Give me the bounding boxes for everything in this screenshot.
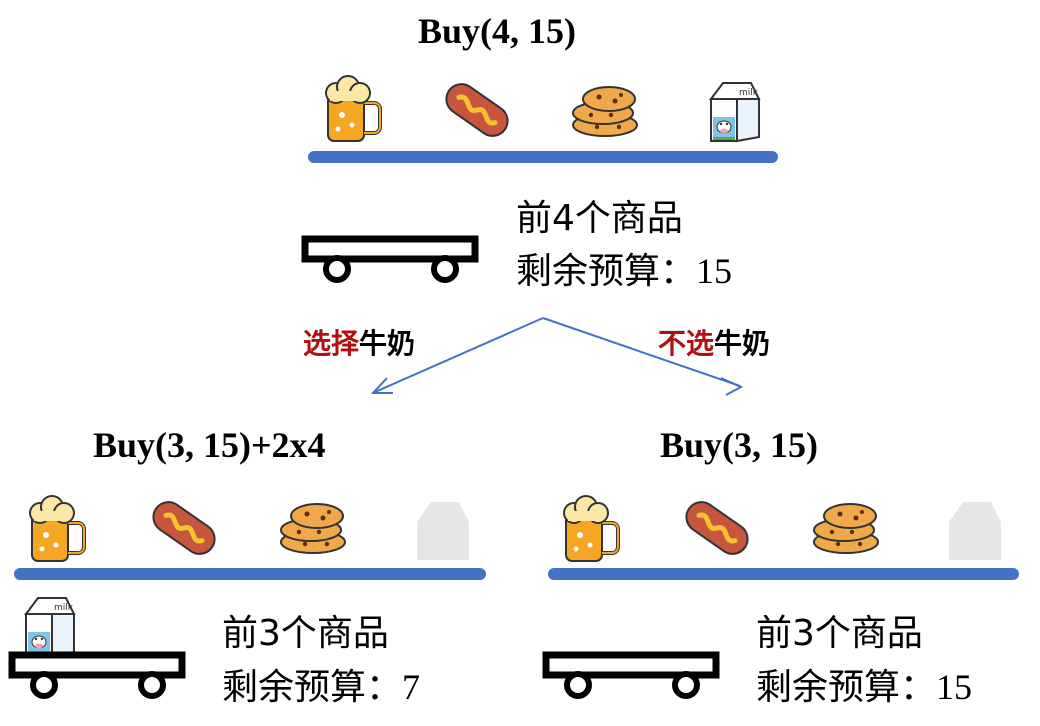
root-cart-icon (305, 239, 475, 280)
budget-value: 7 (402, 667, 420, 707)
beer-icon (564, 496, 618, 561)
budget-label: 剩余预算： (756, 667, 936, 708)
root-info-items: 前4个商品 (516, 195, 683, 243)
milk-removed-icon (417, 502, 469, 560)
budget-value: 15 (936, 667, 972, 707)
beer-icon (326, 76, 380, 141)
left-title: Buy(3, 15)+2x4 (93, 424, 326, 466)
right-cart-icon (546, 655, 716, 696)
beer-icon (30, 496, 84, 561)
left-info-items: 前3个商品 (222, 610, 389, 658)
sausage-icon (148, 496, 221, 560)
edge-right-item: 牛奶 (714, 327, 770, 360)
right-info-items: 前3个商品 (756, 610, 923, 658)
edge-label-left: 选择牛奶 (303, 322, 415, 362)
sausage-icon (441, 78, 514, 142)
cookie-icon (573, 87, 637, 136)
edge-left-action: 选择 (303, 327, 359, 360)
milk-in-cart-icon (26, 598, 74, 656)
cookie-icon (814, 504, 878, 553)
cookie-icon (281, 504, 345, 553)
root-shelf-items (326, 76, 759, 142)
left-info-budget: 剩余预算：7 (222, 663, 420, 712)
milk-removed-icon (949, 502, 1001, 560)
sausage-icon (681, 496, 754, 560)
right-title: Buy(3, 15) (660, 424, 818, 466)
budget-value: 15 (696, 251, 732, 291)
edge-right-action: 不选 (658, 327, 714, 360)
edge-left-item: 牛奶 (359, 327, 415, 360)
root-title: Buy(4, 15) (418, 10, 576, 52)
left-shelf-items (30, 496, 469, 561)
right-shelf-items (564, 496, 1001, 561)
right-info-budget: 剩余预算：15 (756, 663, 972, 712)
edge-label-right: 不选牛奶 (658, 322, 770, 362)
root-info-budget: 剩余预算：15 (516, 247, 732, 296)
budget-label: 剩余预算： (516, 251, 696, 292)
budget-label: 剩余预算： (222, 667, 402, 708)
milk-icon (711, 83, 759, 141)
left-cart-icon (12, 655, 182, 696)
